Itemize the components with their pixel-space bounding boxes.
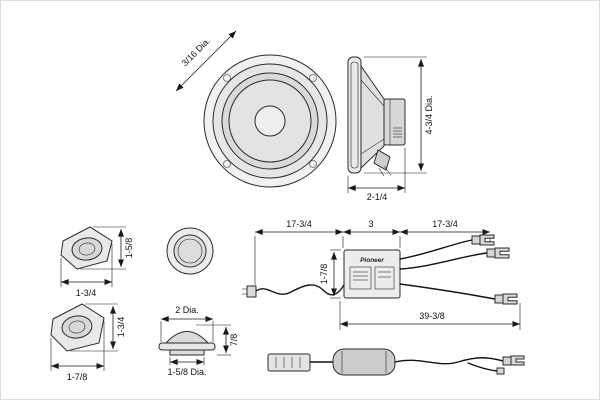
tweeter-flush-mount-view xyxy=(158,331,216,356)
tweeter-b-height-dimension: 1-3/4 xyxy=(70,303,126,352)
total-length-label: 39-3/8 xyxy=(419,311,445,321)
woofer-side-height-label: 4-3/4 Dia. xyxy=(424,95,434,134)
woofer-side-depth-label: 2-1/4 xyxy=(367,192,388,202)
flush-tweeter-flange xyxy=(158,342,216,351)
side-magnet xyxy=(383,98,406,146)
tweeter-wires-right xyxy=(399,234,518,305)
woofer-side-height-dimension: 4-3/4 Dia. xyxy=(364,56,434,174)
speaker-wire-left xyxy=(242,284,345,298)
tweeter-front-dome xyxy=(173,234,207,268)
spade-terminal-1 xyxy=(471,234,495,246)
tweeter-surface-mount-b xyxy=(50,303,105,352)
harness-terminal-small xyxy=(496,367,505,375)
crossover-height-dimension: 1-7/8 xyxy=(319,249,341,299)
side-flange xyxy=(347,56,362,174)
tweeter-a-width-dimension: 1-3/4 xyxy=(60,244,113,298)
tweeter-b-height-label: 1-3/4 xyxy=(116,317,126,338)
mounting-hole xyxy=(309,160,317,168)
wire-left-length-label: 17-3/4 xyxy=(286,219,312,229)
crossover-network-box: Pioneer xyxy=(343,249,401,299)
multi-pin-connector xyxy=(267,353,311,372)
tweeter-surface-mount-a xyxy=(60,226,113,270)
tweeter-flush-bottom-diameter-dimension: 1-5/8 Dia. xyxy=(167,357,207,377)
pioneer-logo: Pioneer xyxy=(360,257,384,264)
side-gasket xyxy=(350,61,359,169)
mounting-hole xyxy=(223,160,231,168)
spade-terminal-2 xyxy=(486,247,510,259)
woofer-dust-cap xyxy=(254,105,286,137)
tweeter-b-width-dimension: 1-7/8 xyxy=(50,321,105,382)
total-length-dimension: 39-3/8 xyxy=(339,301,521,330)
woofer-side-depth-dimension: 2-1/4 xyxy=(347,148,406,202)
wire-right-length-label: 17-3/4 xyxy=(432,219,458,229)
flush-bottom-diameter-label: 1-5/8 Dia. xyxy=(167,367,206,377)
crossover-label-left xyxy=(349,266,372,290)
wire-harness-bottom xyxy=(267,348,525,376)
woofer-front-view xyxy=(203,54,337,188)
flush-top-diameter-label: 2 Dia. xyxy=(175,305,199,315)
mounting-hole xyxy=(309,74,317,82)
tweeter-b-dome xyxy=(61,315,93,339)
tweeter-a-height-label: 1-5/8 xyxy=(124,238,134,259)
crossover-enclosure xyxy=(343,249,401,299)
flush-tweeter-base xyxy=(169,349,205,356)
crossover-label-right xyxy=(374,266,395,290)
flush-height-label: 7/8 xyxy=(229,334,239,347)
tweeter-a-height-dimension: 1-5/8 xyxy=(80,226,134,270)
side-terminal-tab xyxy=(373,149,391,171)
tweeter-front-view xyxy=(166,227,214,275)
tweeter-flush-top-diameter-dimension: 2 Dia. xyxy=(160,305,214,342)
tweeter-a-dome xyxy=(71,237,103,261)
network-width-label: 3 xyxy=(368,219,373,229)
woofer-side-view xyxy=(347,56,406,177)
spade-terminal-3 xyxy=(494,293,518,305)
woofer-front-diameter-label: 3/16 Dia. xyxy=(180,36,213,69)
input-plug xyxy=(246,285,257,298)
crossover-height-label: 1-7/8 xyxy=(319,264,329,285)
tweeter-a-width-label: 1-3/4 xyxy=(76,288,97,298)
magnet-vent-lines xyxy=(393,127,402,138)
tweeter-flush-height-dimension: 7/8 xyxy=(196,324,239,356)
harness-length-dimensions: 17-3/4 3 17-3/4 xyxy=(254,219,491,285)
harness-terminal-crimp xyxy=(502,356,512,366)
tweeter-b-width-label: 1-7/8 xyxy=(67,372,88,382)
harness-terminal-fork xyxy=(510,355,525,366)
flush-tweeter-dome xyxy=(164,331,210,344)
